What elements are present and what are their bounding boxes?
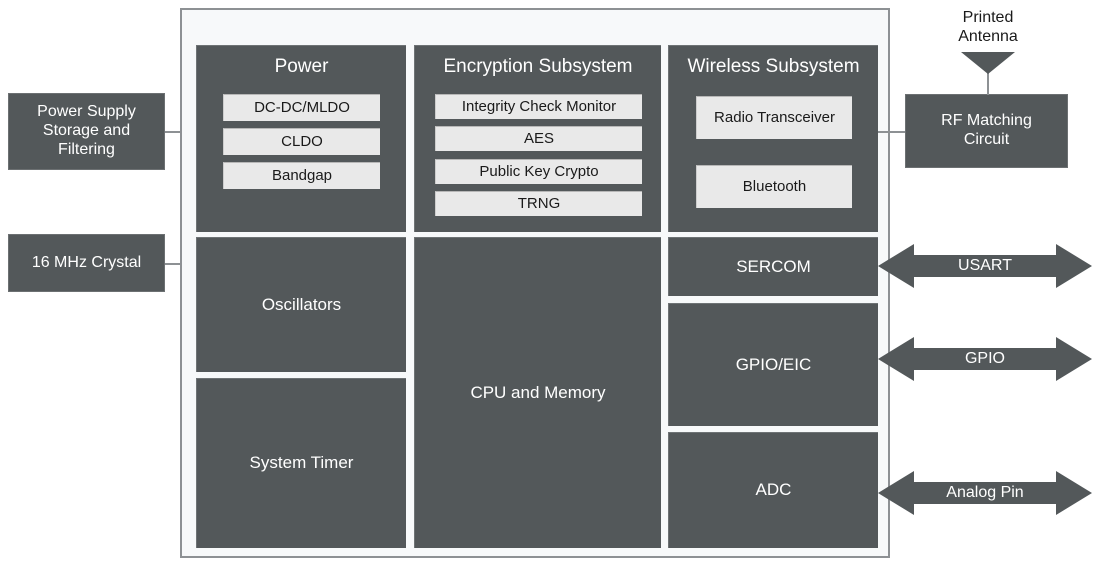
block-public-key-crypto[interactable]: Public Key Crypto bbox=[435, 159, 642, 184]
double-arrow-icon bbox=[878, 471, 1092, 515]
block-cldo[interactable]: CLDO bbox=[223, 128, 380, 155]
block-adc-label: ADC bbox=[755, 480, 792, 500]
external-block-crystal-label: 16 MHz Crystal bbox=[31, 253, 142, 271]
io-arrow-usart-label: USART bbox=[958, 257, 1012, 274]
double-arrow-icon bbox=[878, 244, 1092, 288]
block-bandgap-label: Bandgap bbox=[271, 167, 333, 185]
block-adc[interactable]: ADC bbox=[668, 432, 878, 548]
group-wireless-subsystem[interactable]: Wireless Subsystem Radio Transceiver Blu… bbox=[668, 45, 878, 232]
io-arrow-analog-pin[interactable]: Analog Pin bbox=[878, 467, 1092, 519]
external-block-crystal[interactable]: 16 MHz Crystal bbox=[8, 234, 165, 292]
block-dc-dc-mldo[interactable]: DC-DC/MLDO bbox=[223, 94, 380, 121]
block-cpu-and-memory-label: CPU and Memory bbox=[470, 382, 606, 402]
io-arrow-analog-pin-label: Analog Pin bbox=[946, 484, 1024, 501]
double-arrow-icon bbox=[878, 337, 1092, 381]
block-radio-transceiver-label: Radio Transceiver bbox=[714, 109, 835, 127]
block-system-timer[interactable]: System Timer bbox=[196, 378, 406, 548]
block-cpu-and-memory[interactable]: CPU and Memory bbox=[414, 237, 661, 548]
io-arrow-gpio-label: GPIO bbox=[964, 350, 1005, 367]
block-aes[interactable]: AES bbox=[435, 126, 642, 151]
block-dc-dc-mldo-label: DC-DC/MLDO bbox=[254, 99, 350, 117]
block-gpio-eic-label: GPIO/EIC bbox=[735, 354, 812, 374]
io-arrow-gpio[interactable]: GPIO bbox=[878, 333, 1092, 385]
block-bandgap[interactable]: Bandgap bbox=[223, 162, 380, 189]
wire-wireless-to-rf-matching bbox=[878, 131, 906, 133]
group-wireless-subsystem-title: Wireless Subsystem bbox=[687, 56, 860, 77]
block-trng-label: TRNG bbox=[517, 195, 561, 213]
block-system-timer-label: System Timer bbox=[249, 453, 354, 473]
block-oscillators[interactable]: Oscillators bbox=[196, 237, 406, 372]
block-public-key-crypto-label: Public Key Crypto bbox=[479, 163, 599, 181]
io-arrow-usart[interactable]: USART bbox=[878, 240, 1092, 292]
block-trng[interactable]: TRNG bbox=[435, 191, 642, 216]
group-power[interactable]: Power DC-DC/MLDO CLDO Bandgap bbox=[196, 45, 406, 232]
block-cldo-label: CLDO bbox=[281, 133, 323, 151]
block-gpio-eic[interactable]: GPIO/EIC bbox=[668, 303, 878, 426]
antenna-triangle-icon bbox=[961, 52, 1015, 74]
group-encryption-subsystem-title: Encryption Subsystem bbox=[443, 56, 633, 77]
block-integrity-check-monitor[interactable]: Integrity Check Monitor bbox=[435, 94, 642, 119]
block-radio-transceiver[interactable]: Radio Transceiver bbox=[696, 96, 852, 139]
block-aes-label: AES bbox=[523, 130, 554, 148]
block-bluetooth-label: Bluetooth bbox=[742, 178, 807, 196]
block-sercom-label: SERCOM bbox=[736, 256, 811, 276]
group-encryption-subsystem[interactable]: Encryption Subsystem Integrity Check Mon… bbox=[414, 45, 661, 232]
block-sercom[interactable]: SERCOM bbox=[668, 237, 878, 296]
block-integrity-check-monitor-label: Integrity Check Monitor bbox=[461, 98, 617, 116]
block-oscillators-label: Oscillators bbox=[261, 294, 342, 314]
block-bluetooth[interactable]: Bluetooth bbox=[696, 165, 852, 208]
group-power-title: Power bbox=[274, 56, 329, 77]
